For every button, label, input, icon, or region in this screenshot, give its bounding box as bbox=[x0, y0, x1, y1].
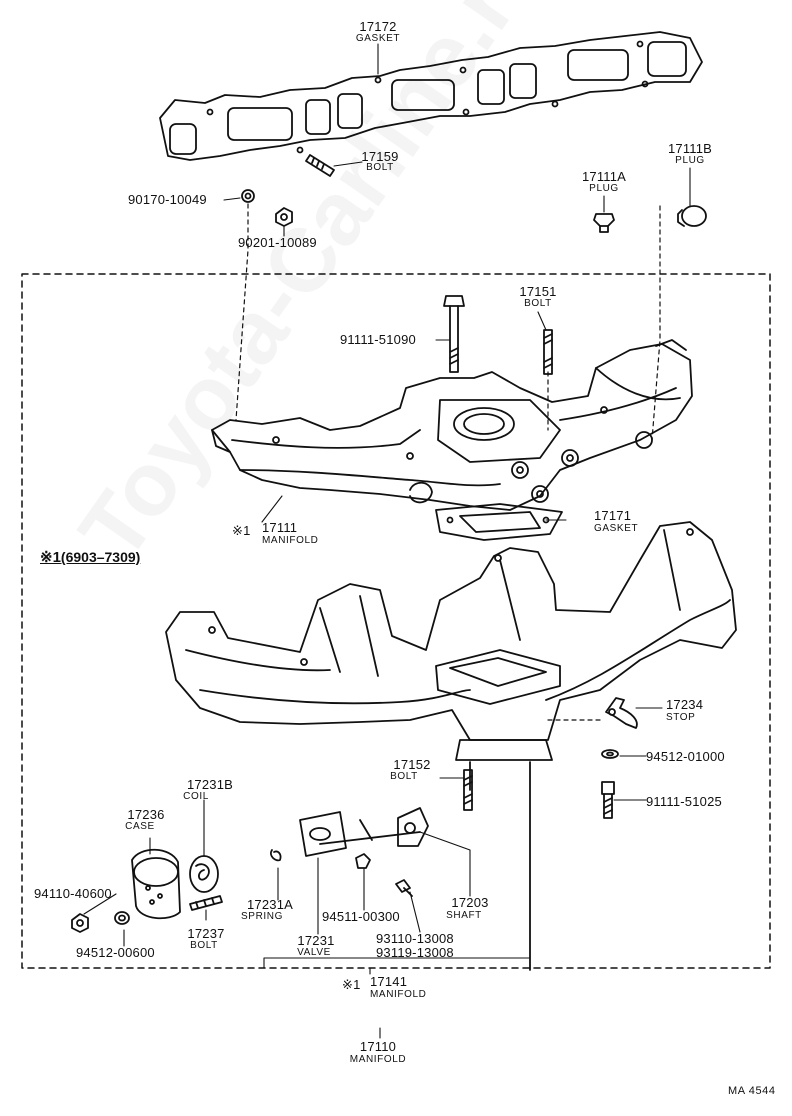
part-number-17151: 17151 bbox=[519, 284, 557, 299]
part-name-17234: STOP bbox=[666, 712, 696, 723]
part-name-17231b: COIL bbox=[183, 791, 209, 802]
nut-90170 bbox=[241, 189, 255, 203]
part-name-17111b: PLUG bbox=[675, 155, 705, 166]
bolt-91111-51090 bbox=[443, 295, 465, 373]
nut-90201 bbox=[275, 207, 293, 227]
exhaust-manifold bbox=[165, 521, 737, 971]
part-name-17152: BOLT bbox=[390, 771, 418, 782]
leader-lines bbox=[83, 43, 691, 1039]
bolt-93110 bbox=[395, 879, 413, 897]
case-17236 bbox=[131, 848, 181, 920]
gasket-17171 bbox=[435, 503, 563, 541]
washer-94512-00600 bbox=[114, 911, 130, 925]
part-number-17234: 17234 bbox=[666, 697, 704, 712]
part-name-17110: MANIFOLD bbox=[349, 1054, 407, 1065]
plug-17111a bbox=[593, 213, 615, 233]
part-number-17111b: 17111B bbox=[667, 141, 713, 156]
part-number-17231a: 17231A bbox=[246, 897, 294, 912]
mark-17111: ※1 bbox=[232, 523, 251, 538]
part-number-17237: 17237 bbox=[187, 926, 225, 941]
part-number-93119: 93119-13008 bbox=[376, 945, 454, 960]
intake-gasket bbox=[159, 31, 703, 161]
part-name-17172: GASKET bbox=[355, 33, 401, 44]
coil-17231b bbox=[189, 855, 219, 893]
part-number-17231b: 17231B bbox=[186, 777, 234, 792]
note-mark: ※1 bbox=[40, 549, 61, 566]
part-name-17141: MANIFOLD bbox=[370, 989, 427, 1000]
shaft-17203 bbox=[319, 807, 429, 847]
part-name-17171: GASKET bbox=[594, 523, 639, 534]
mark-17141: ※1 bbox=[342, 977, 361, 992]
note-range: (6903–7309) bbox=[60, 549, 141, 565]
part-name-17237: BOLT bbox=[190, 940, 218, 951]
valve-17231 bbox=[299, 811, 347, 857]
nut-94110 bbox=[71, 913, 89, 933]
part-number-90170: 90170-10049 bbox=[128, 192, 207, 207]
stop-17234 bbox=[605, 697, 638, 729]
part-number-91111-51025: 91111-51025 bbox=[646, 794, 722, 809]
part-number-17203: 17203 bbox=[451, 895, 489, 910]
plug-17111b bbox=[677, 205, 707, 227]
part-number-17152: 17152 bbox=[393, 757, 431, 772]
nut-94511 bbox=[355, 853, 371, 869]
part-number-93110: 93110-13008 bbox=[376, 931, 454, 946]
part-name-17231: VALVE bbox=[297, 947, 331, 958]
part-number-91111-51090: 91111-51090 bbox=[340, 332, 416, 347]
part-number-17231: 17231 bbox=[297, 933, 335, 948]
part-number-94110: 94110-40600 bbox=[34, 886, 112, 901]
part-number-17111: 17111 bbox=[262, 520, 298, 535]
bolt-17237 bbox=[189, 895, 223, 911]
part-number-17110: 17110 bbox=[359, 1039, 397, 1054]
part-number-94511: 94511-00300 bbox=[322, 909, 400, 924]
bolt-91111-51025 bbox=[601, 781, 615, 819]
part-name-17203: SHAFT bbox=[446, 910, 482, 921]
part-name-17151: BOLT bbox=[524, 298, 552, 309]
intake-manifold bbox=[211, 339, 693, 511]
stud-bolt-17151 bbox=[543, 329, 553, 375]
part-name-17231a: SPRING bbox=[241, 911, 283, 922]
stud-bolt-17152 bbox=[463, 769, 473, 811]
part-number-94512-01000: 94512-01000 bbox=[646, 749, 725, 764]
washer-94512-01000 bbox=[601, 749, 619, 759]
part-number-17172: 17172 bbox=[359, 19, 397, 34]
part-number-17111a: 17111A bbox=[581, 169, 627, 184]
part-name-17111: MANIFOLD bbox=[262, 535, 319, 546]
part-number-17141: 17141 bbox=[370, 974, 408, 989]
part-number-94512-00600: 94512-00600 bbox=[76, 945, 155, 960]
assembly-outline bbox=[21, 273, 771, 969]
part-number-17159: 17159 bbox=[361, 149, 399, 164]
part-number-17171: 17171 bbox=[594, 508, 632, 523]
part-name-17236: CASE bbox=[125, 821, 155, 832]
applicability-note: ※1(6903–7309) bbox=[40, 550, 140, 566]
part-number-17236: 17236 bbox=[127, 807, 165, 822]
part-name-17111a: PLUG bbox=[589, 183, 619, 194]
figure-code: MA 4544 bbox=[728, 1085, 776, 1097]
part-name-17159: BOLT bbox=[366, 162, 394, 173]
stud-bolt-17159 bbox=[305, 154, 335, 177]
spring-17231a bbox=[270, 849, 282, 862]
part-number-90201: 90201-10089 bbox=[238, 235, 317, 250]
